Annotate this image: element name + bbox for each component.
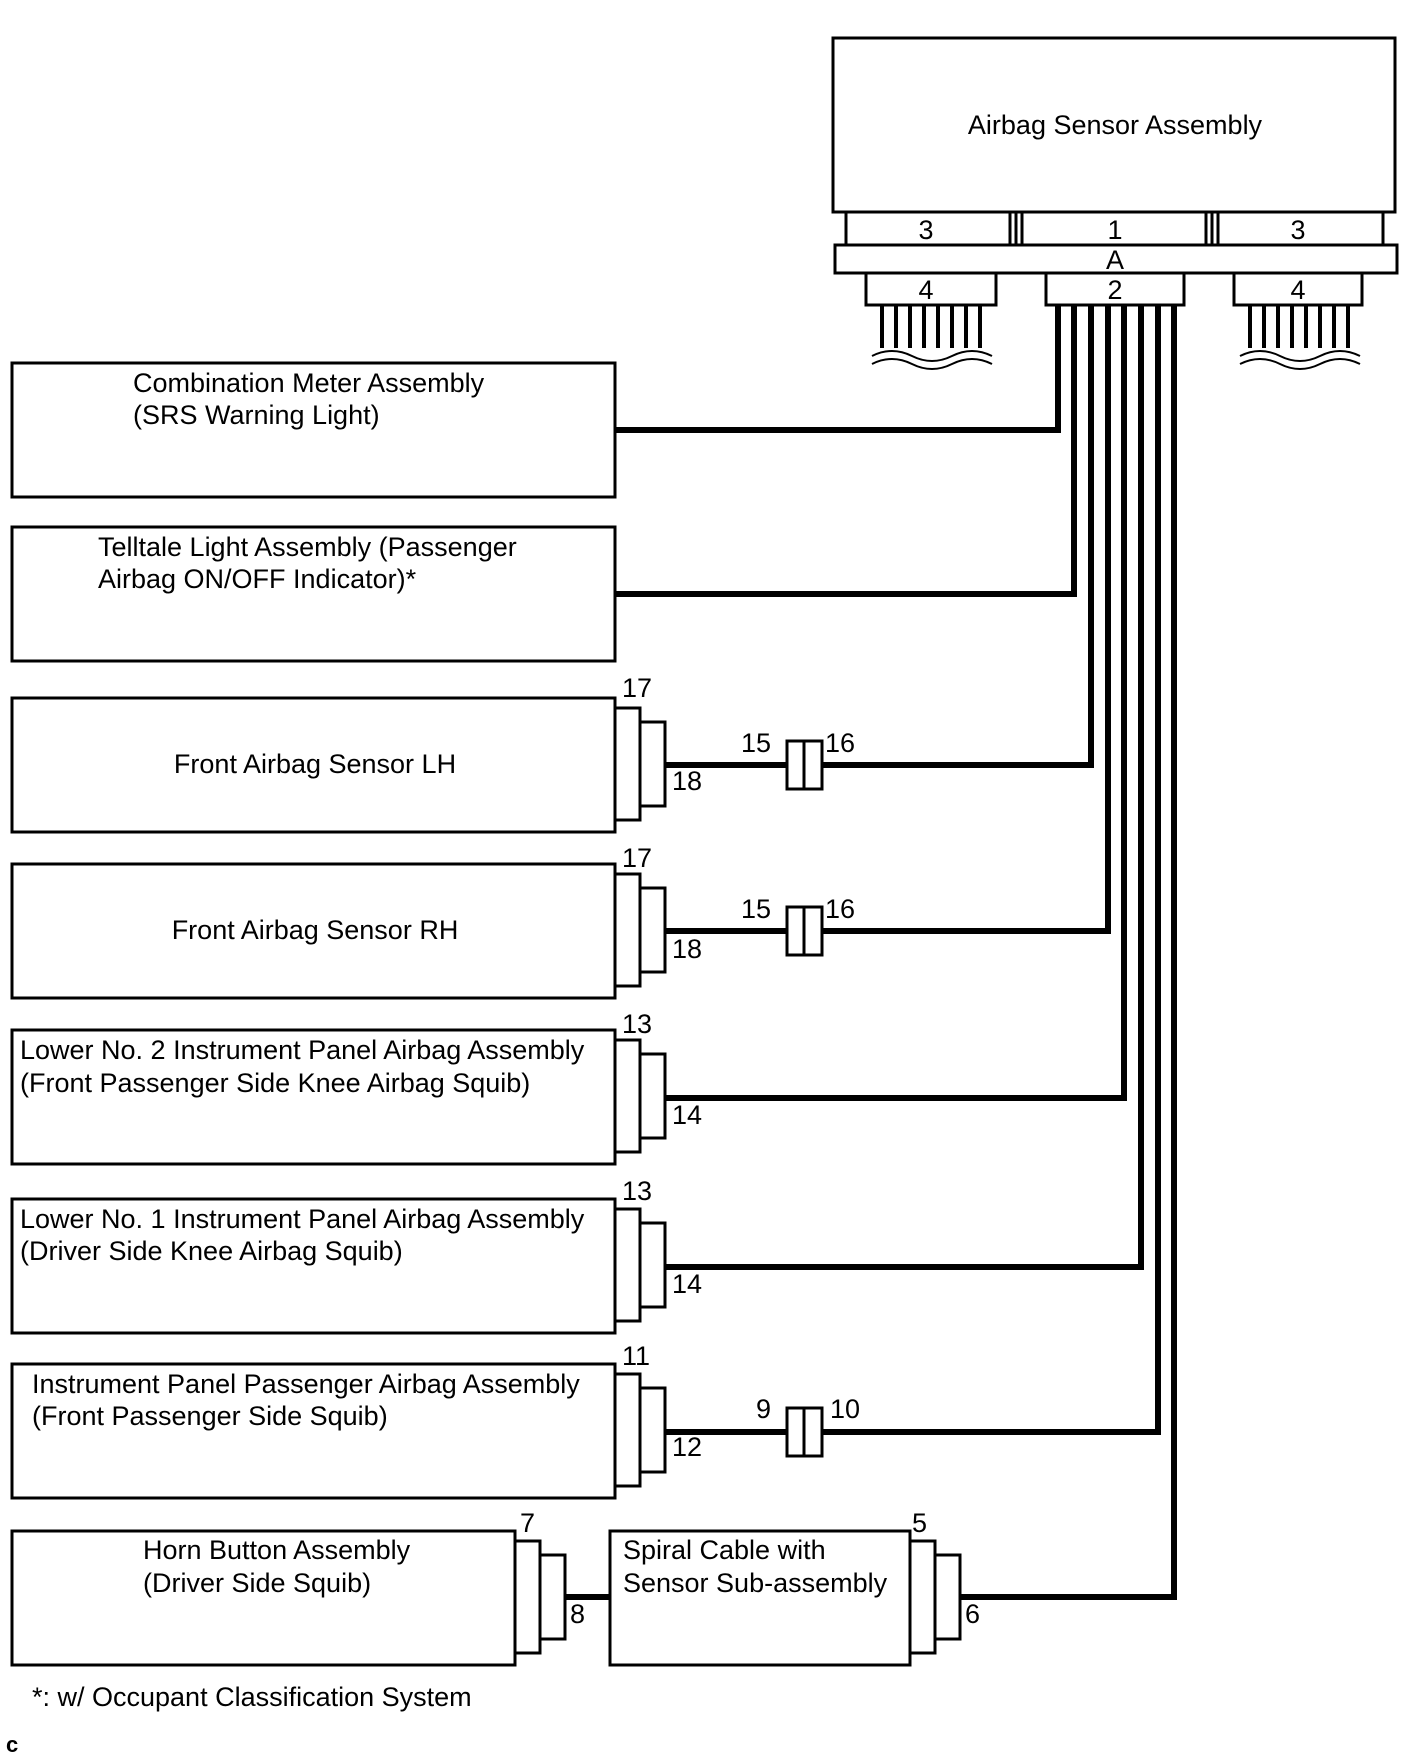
wire-combination-meter bbox=[615, 305, 1061, 433]
sensor-lower-connector-right bbox=[1232, 271, 1364, 307]
connector-spiral-cable bbox=[908, 1539, 962, 1655]
wire-lower-no1 bbox=[665, 305, 1144, 1270]
pin-spiral-5: 5 bbox=[912, 1508, 927, 1538]
inline-connector-lh bbox=[785, 739, 824, 791]
connector-front-sensor-lh bbox=[613, 706, 667, 822]
front-sensor-rh-label: Front Airbag Sensor RH bbox=[172, 915, 459, 945]
pin-rh-18: 18 bbox=[672, 934, 702, 964]
airbag-sensor-assembly bbox=[831, 36, 1399, 307]
front-sensor-lh-label: Front Airbag Sensor LH bbox=[174, 749, 456, 779]
pin-passenger-10: 10 bbox=[830, 1394, 860, 1424]
horn-button-label-1: Horn Button Assembly bbox=[143, 1535, 411, 1565]
panel-passenger-label-2: (Front Passenger Side Squib) bbox=[32, 1401, 388, 1431]
pin-lower-no2-14: 14 bbox=[672, 1100, 702, 1130]
pin-rh-16: 16 bbox=[825, 894, 855, 924]
corner-mark: c bbox=[6, 1732, 18, 1757]
harness-stub-right-break bbox=[1239, 350, 1361, 362]
panel-passenger-label-1: Instrument Panel Passenger Airbag Assemb… bbox=[32, 1369, 580, 1399]
lower-no2-label-1: Lower No. 2 Instrument Panel Airbag Asse… bbox=[20, 1035, 585, 1065]
connector-horn-button bbox=[513, 1539, 567, 1655]
telltale-light-label-1: Telltale Light Assembly (Passenger bbox=[98, 532, 517, 562]
pin-lower-no1-14: 14 bbox=[672, 1269, 702, 1299]
pin-rh-15: 15 bbox=[741, 894, 771, 924]
wire-front-sensor-rh bbox=[822, 305, 1111, 934]
pin-lh-16: 16 bbox=[825, 728, 855, 758]
combination-meter-label-2: (SRS Warning Light) bbox=[133, 400, 380, 430]
pin-passenger-12: 12 bbox=[672, 1432, 702, 1462]
wire-panel-passenger bbox=[822, 305, 1161, 1435]
pin-rh-17: 17 bbox=[622, 843, 652, 873]
pin-spiral-6: 6 bbox=[965, 1599, 980, 1629]
pin-horn-7: 7 bbox=[520, 1508, 535, 1538]
footnote: *: w/ Occupant Classification System bbox=[32, 1682, 472, 1712]
pin-horn-8: 8 bbox=[570, 1599, 585, 1629]
spiral-cable-label-1: Spiral Cable with bbox=[623, 1535, 826, 1565]
spiral-cable-label-2: Sensor Sub-assembly bbox=[623, 1568, 888, 1598]
harness-stub-left-break-2 bbox=[871, 358, 993, 370]
sensor-lower-pin-right: 4 bbox=[1290, 275, 1305, 305]
pin-passenger-9: 9 bbox=[756, 1394, 771, 1424]
horn-button-label-2: (Driver Side Squib) bbox=[143, 1568, 371, 1598]
sensor-top-pin-left: 3 bbox=[918, 215, 933, 245]
connector-lower-no1 bbox=[613, 1207, 667, 1323]
pin-passenger-11: 11 bbox=[622, 1341, 650, 1371]
wire-telltale-light bbox=[615, 305, 1077, 597]
lower-no2-label-2: (Front Passenger Side Knee Airbag Squib) bbox=[20, 1068, 530, 1098]
connector-lower-no2 bbox=[613, 1038, 667, 1154]
sensor-top-pin-center: 1 bbox=[1107, 215, 1122, 245]
sensor-top-pin-right: 3 bbox=[1290, 215, 1305, 245]
sensor-assembly-label: Airbag Sensor Assembly bbox=[968, 110, 1263, 140]
wire-front-sensor-lh bbox=[822, 305, 1094, 768]
lower-no1-label-1: Lower No. 1 Instrument Panel Airbag Asse… bbox=[20, 1204, 585, 1234]
pin-lh-15: 15 bbox=[741, 728, 771, 758]
inline-connector-passenger bbox=[785, 1406, 824, 1458]
sensor-lower-pin-center: 2 bbox=[1107, 275, 1122, 305]
combination-meter-label-1: Combination Meter Assembly bbox=[133, 368, 485, 398]
sensor-bar-label: A bbox=[1106, 245, 1124, 275]
pin-lh-17: 17 bbox=[622, 673, 652, 703]
harness-stub-right-break-2 bbox=[1239, 358, 1361, 370]
pin-lower-no2-13: 13 bbox=[622, 1009, 652, 1039]
sensor-lower-pin-left: 4 bbox=[918, 275, 933, 305]
harness-stub-left-break bbox=[871, 350, 993, 362]
connector-panel-passenger bbox=[613, 1372, 667, 1488]
wire-spiral-cable bbox=[960, 305, 1177, 1600]
pin-lh-18: 18 bbox=[672, 766, 702, 796]
sensor-lower-connector-center bbox=[1044, 271, 1186, 307]
sensor-lower-connector-left bbox=[864, 271, 998, 307]
wire-lower-no2 bbox=[665, 305, 1127, 1101]
harness-stub-right bbox=[1248, 305, 1350, 348]
pin-lower-no1-13: 13 bbox=[622, 1176, 652, 1206]
connector-front-sensor-rh bbox=[613, 872, 667, 988]
inline-connector-rh bbox=[785, 905, 824, 957]
lower-no1-label-2: (Driver Side Knee Airbag Squib) bbox=[20, 1236, 403, 1266]
harness-stub-left bbox=[880, 305, 982, 348]
telltale-light-label-2: Airbag ON/OFF Indicator)* bbox=[98, 564, 417, 594]
